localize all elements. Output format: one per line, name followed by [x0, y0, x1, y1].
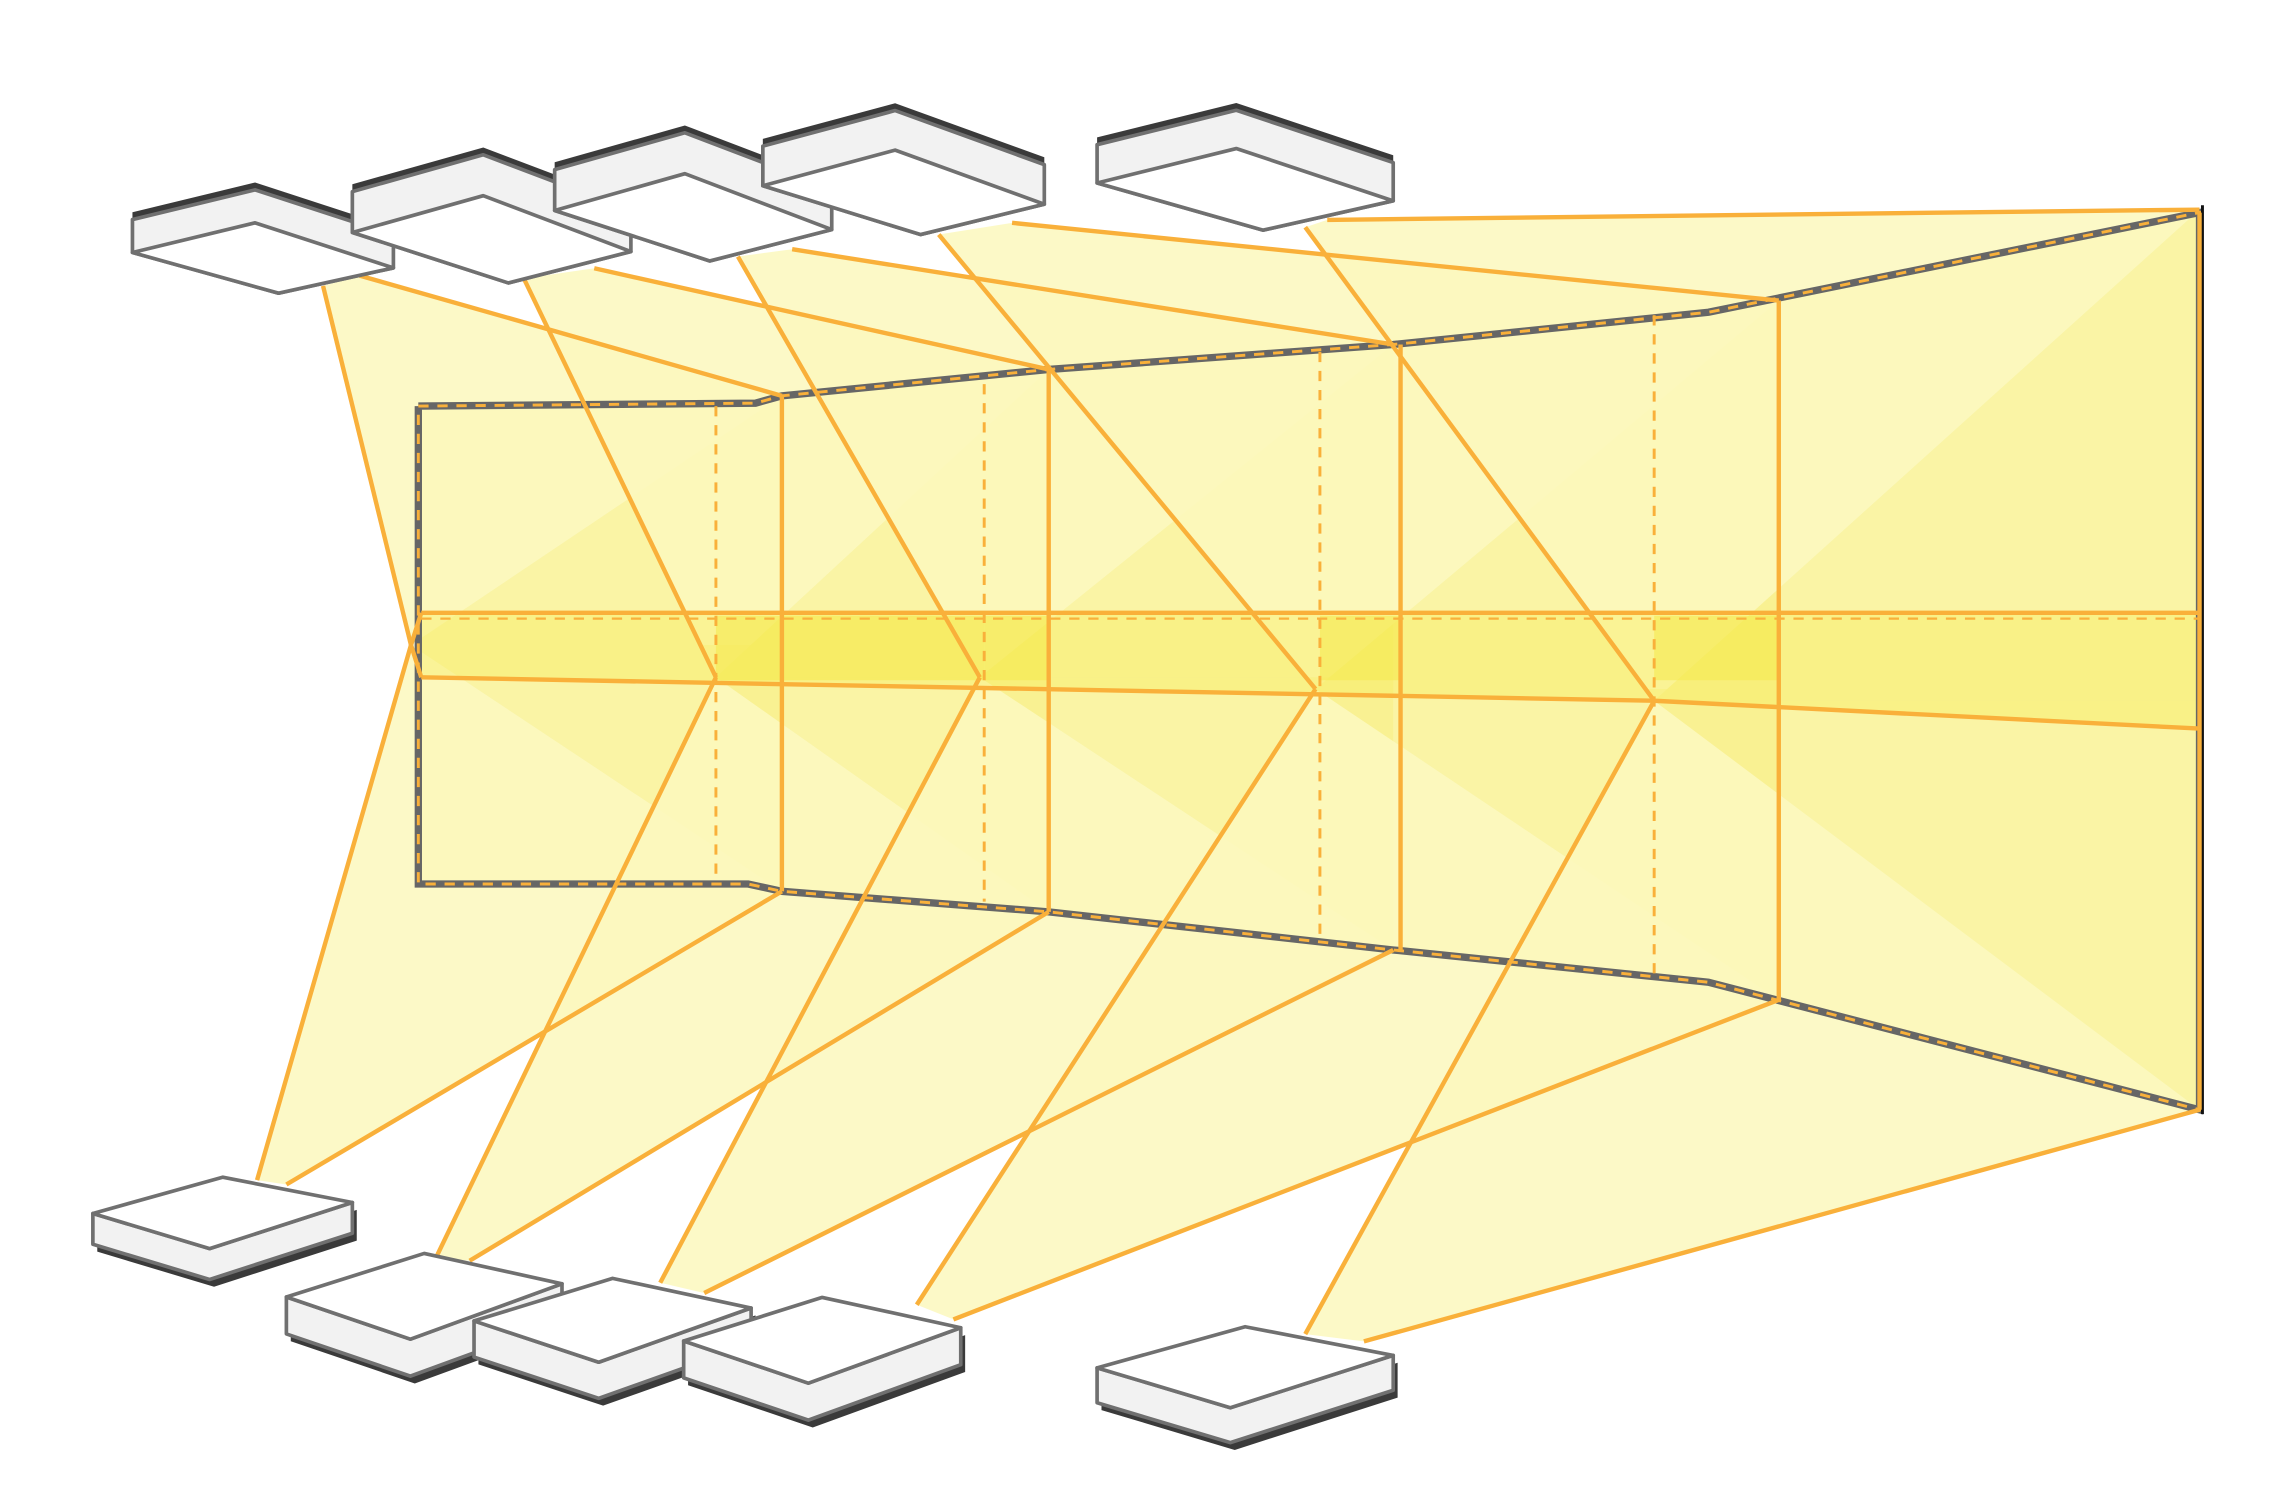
beam-edge — [736, 255, 982, 679]
ceiling-sensor-2 — [350, 147, 633, 285]
beam-edge — [593, 266, 1050, 372]
device-face — [284, 1251, 564, 1342]
wall-frame — [408, 205, 2204, 1115]
band-hotspot — [984, 615, 1049, 681]
beam-edge — [791, 247, 1394, 347]
beam-fill — [1305, 700, 2200, 1342]
band-hotspot — [1319, 615, 1401, 681]
ceiling-sensor-1 — [130, 182, 396, 296]
coverage-fills — [257, 209, 2200, 1342]
beam-edge — [1303, 699, 1657, 1336]
beam-fill — [660, 677, 1394, 1294]
floor-sensor-5 — [1095, 1324, 1398, 1450]
ceiling-sensor-4 — [761, 103, 1047, 237]
beam-edge — [521, 277, 718, 679]
device-rim — [97, 1209, 357, 1287]
beam-edge — [703, 948, 1395, 1295]
device-face — [1095, 1324, 1396, 1410]
beam-edge — [1363, 1107, 2201, 1344]
beam-edge — [937, 233, 1318, 691]
beam-fill — [435, 677, 1049, 1261]
beam-edge — [914, 687, 1318, 1306]
device-face — [350, 193, 633, 285]
beam-edge — [320, 285, 414, 646]
beam-edge — [433, 676, 718, 1259]
beam-edge — [285, 889, 784, 1187]
floor-sensor-4 — [681, 1295, 966, 1428]
beam-edge — [1011, 220, 1780, 303]
band-hotspot — [715, 615, 985, 681]
beam-edge — [952, 997, 1780, 1322]
device-face — [761, 148, 1047, 237]
beam-edge — [1327, 207, 2200, 223]
beam-fill — [257, 645, 782, 1185]
beam-fill — [916, 689, 1779, 1320]
ceiling-sensor-5 — [1095, 102, 1396, 232]
devices — [91, 102, 1398, 1450]
beam-edge — [468, 909, 1050, 1263]
beam-edge — [1303, 225, 1656, 703]
device-rim — [1101, 1362, 1398, 1450]
device-face — [1095, 146, 1396, 232]
beam-lines — [254, 207, 2201, 1344]
floor-sensor-1 — [91, 1175, 357, 1287]
device-face — [552, 171, 834, 263]
device-face — [91, 1175, 355, 1251]
device-face — [130, 221, 396, 296]
floor-sensor-3 — [472, 1276, 756, 1406]
beam-edge — [658, 676, 982, 1284]
beam-edge — [254, 644, 414, 1181]
device-face — [472, 1276, 753, 1365]
band-hotspot — [1654, 615, 1779, 681]
beam-edge — [359, 273, 783, 398]
device-face — [681, 1295, 963, 1386]
